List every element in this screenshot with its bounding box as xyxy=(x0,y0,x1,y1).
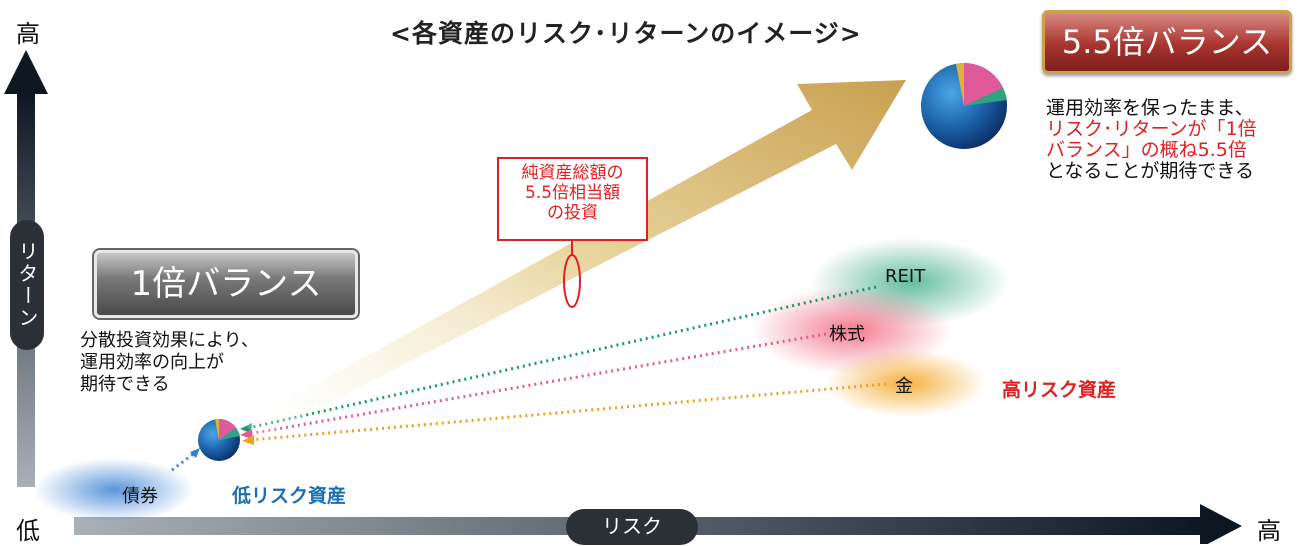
balance-5x-desc-line1: 運用効率を保ったまま、 xyxy=(1046,97,1254,119)
return-axis-label: リターン xyxy=(10,220,44,350)
balance-5x-desc-line2: リスク･リターンが「1倍 xyxy=(1046,118,1257,140)
balance-5x-pie xyxy=(921,63,1007,149)
x-axis-high-label: 高 xyxy=(1257,517,1281,545)
risk-axis-label: リスク xyxy=(566,509,698,545)
stocks-line-arrowhead xyxy=(240,429,252,439)
stocks-label: 株式 xyxy=(829,324,865,345)
y-axis-low-label: 低 xyxy=(16,517,40,545)
high-risk-assets-label: 高リスク資産 xyxy=(1002,379,1117,401)
diagram-title: <各資産のリスク･リターンのイメージ> xyxy=(390,19,862,48)
gold-line-arrowhead xyxy=(242,435,254,445)
investment-bracket xyxy=(563,241,581,308)
gold-label: 金 xyxy=(895,376,913,397)
bonds-bubble xyxy=(34,458,194,522)
investment-note: 純資産総額の 5.5倍相当額 の投資 xyxy=(497,157,648,241)
risk-dotted-lines xyxy=(171,285,887,472)
balance-1x-pie xyxy=(198,418,240,461)
y-axis-high-label: 高 xyxy=(16,20,40,48)
balance-5x-desc-line3: バランス」の概ね5.5倍 xyxy=(1046,139,1247,161)
low-risk-assets-label: 低リスク資産 xyxy=(232,485,347,507)
bonds-label: 債券 xyxy=(122,486,158,507)
balance-5x-badge: 5.5倍バランス xyxy=(1042,10,1292,74)
reit-label: REIT xyxy=(885,266,926,287)
balance-1x-description: 分散投資効果により、 運用効率の向上が 期待できる xyxy=(80,330,259,395)
balance-5x-description: 運用効率を保ったまま、 リスク･リターンが「1倍 バランス」の概ね5.5倍 とな… xyxy=(1046,98,1257,182)
bonds-line-arrowhead xyxy=(190,448,200,458)
leverage-arrow xyxy=(244,80,906,438)
balance-1x-badge: 1倍バランス xyxy=(94,250,358,318)
balance-5x-desc-line4: となることが期待できる xyxy=(1046,160,1255,182)
gold-bubble xyxy=(826,349,986,417)
